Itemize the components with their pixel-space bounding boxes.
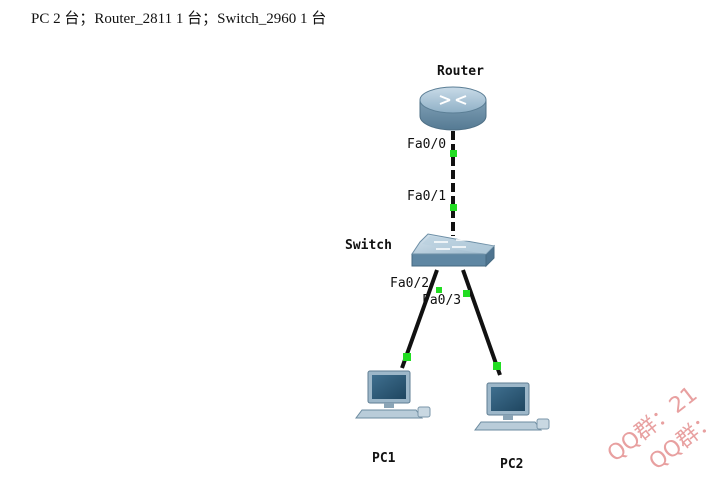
- link-switch-pc1: [400, 269, 439, 369]
- port-status-switch-fa02: [436, 287, 442, 293]
- switch-label: Switch: [345, 238, 392, 253]
- pc2-computer-icon[interactable]: [474, 382, 550, 431]
- port-label-switch-fa03: Fa0/3: [422, 293, 461, 308]
- watermark: QQ群：21 QQ群：: [603, 382, 713, 475]
- port-status-router-fa00: [450, 150, 457, 157]
- router-icon[interactable]: [419, 86, 487, 131]
- port-status-switch-fa03: [463, 290, 470, 297]
- port-status-pc1: [403, 353, 411, 361]
- switch-icon[interactable]: [411, 233, 496, 268]
- port-label-router-fa00: Fa0/0: [407, 137, 446, 152]
- pc1-label: PC1: [372, 451, 396, 466]
- pc2-label: PC2: [500, 457, 523, 472]
- router-label: Router: [437, 64, 484, 79]
- port-label-switch-fa02: Fa0/2: [390, 276, 429, 291]
- link-switch-pc2: [461, 269, 502, 376]
- pc1-computer-icon[interactable]: [355, 370, 431, 419]
- port-status-switch-fa01: [450, 204, 457, 211]
- port-status-pc2: [493, 362, 501, 370]
- page-caption: PC 2 台；Router_2811 1 台；Switch_2960 1 台: [31, 11, 327, 27]
- port-label-switch-fa01: Fa0/1: [407, 189, 446, 204]
